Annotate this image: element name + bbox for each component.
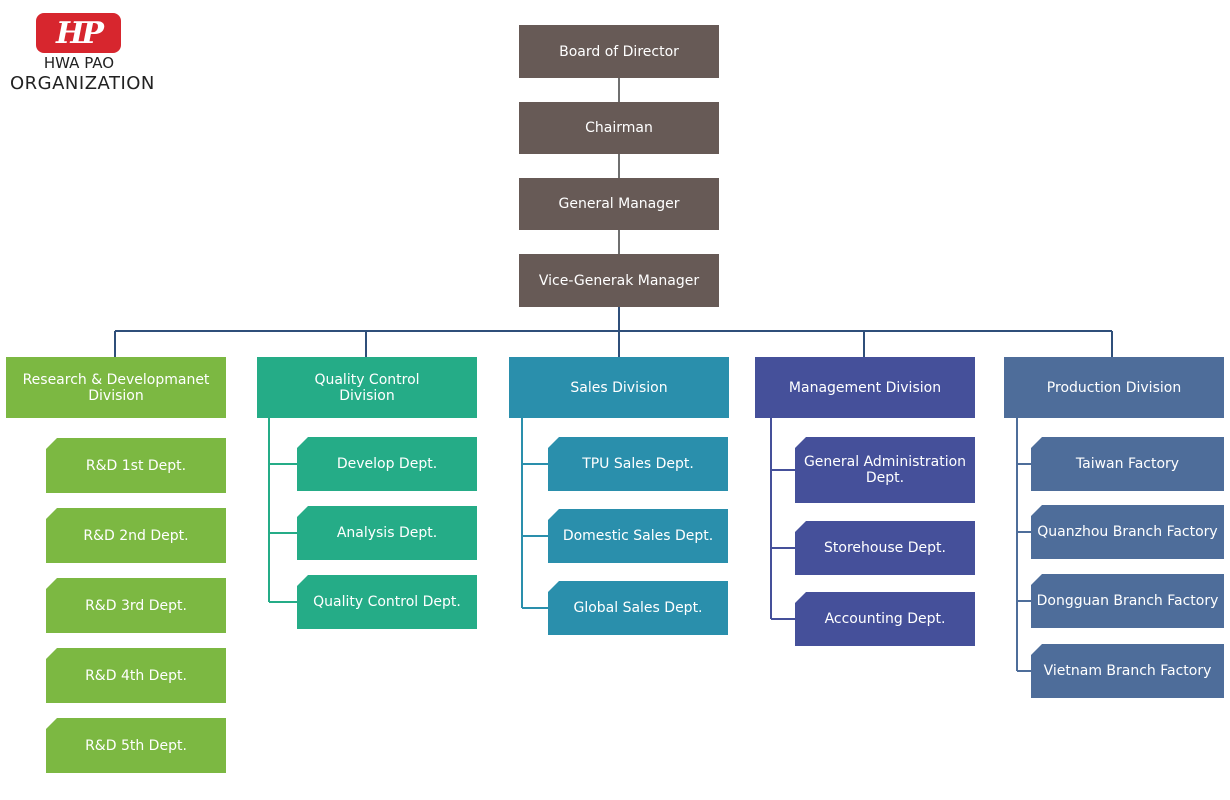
- logo-subtitle: ORGANIZATION: [10, 73, 155, 94]
- node-chairman: Chairman: [519, 102, 719, 154]
- dept-taiwan-factory: Taiwan Factory: [1031, 437, 1224, 491]
- dept-tpu-sales: TPU Sales Dept.: [548, 437, 728, 491]
- dept-rd-3rd: R&D 3rd Dept.: [46, 578, 226, 633]
- dept-storehouse: Storehouse Dept.: [795, 521, 975, 575]
- dept-analysis: Analysis Dept.: [297, 506, 477, 560]
- logo-mark-text: HP: [56, 15, 104, 51]
- dept-quality-control: Quality Control Dept.: [297, 575, 477, 629]
- dept-quanzhou-branch-factory: Quanzhou Branch Factory: [1031, 505, 1224, 559]
- dept-rd-2nd: R&D 2nd Dept.: [46, 508, 226, 563]
- node-board-of-director: Board of Director: [519, 25, 719, 78]
- dept-develop: Develop Dept.: [297, 437, 477, 491]
- hwa-pao-logo: HP: [36, 13, 121, 53]
- dept-rd-5th: R&D 5th Dept.: [46, 718, 226, 773]
- dept-accounting: Accounting Dept.: [795, 592, 975, 646]
- division-sales: Sales Division: [509, 357, 729, 418]
- node-general-manager: General Manager: [519, 178, 719, 230]
- dept-dongguan-branch-factory: Dongguan Branch Factory: [1031, 574, 1224, 628]
- dept-rd-1st: R&D 1st Dept.: [46, 438, 226, 493]
- division-production: Production Division: [1004, 357, 1224, 418]
- division-research-development: Research & Developmanet Division: [6, 357, 226, 418]
- node-vice-general-manager: Vice-Generak Manager: [519, 254, 719, 307]
- dept-rd-4th: R&D 4th Dept.: [46, 648, 226, 703]
- dept-domestic-sales: Domestic Sales Dept.: [548, 509, 728, 563]
- dept-global-sales: Global Sales Dept.: [548, 581, 728, 635]
- logo-company-name: HWA PAO: [43, 54, 115, 72]
- dept-general-administration: General Administration Dept.: [795, 437, 975, 503]
- division-quality-control: Quality Control Division: [257, 357, 477, 418]
- dept-vietnam-branch-factory: Vietnam Branch Factory: [1031, 644, 1224, 698]
- division-management: Management Division: [755, 357, 975, 418]
